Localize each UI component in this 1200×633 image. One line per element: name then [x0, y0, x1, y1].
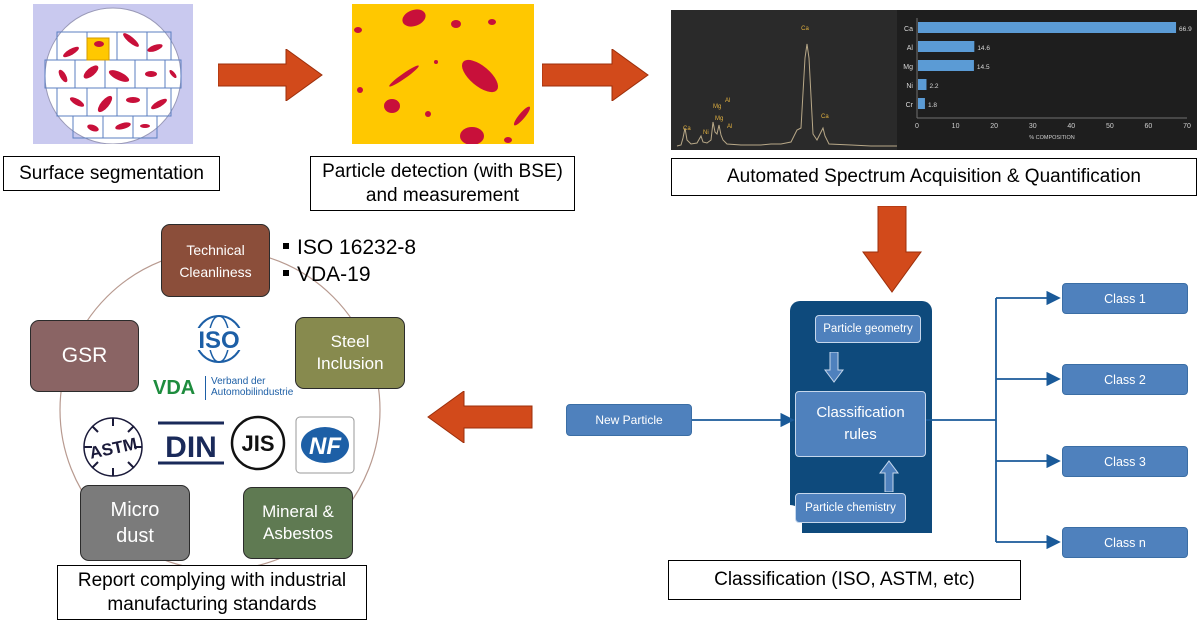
vda-logo-text: VDA — [153, 377, 196, 399]
x-tick-label: 60 — [1145, 123, 1153, 130]
vda-logo: VDA Verband der Automobilindustrie — [153, 373, 303, 403]
peak-label-ca-left: Ca — [683, 126, 691, 132]
x-tick-label: 50 — [1106, 123, 1114, 130]
new-particle-box: New Particle — [566, 404, 692, 436]
bar-value-label: 1.8 — [928, 102, 937, 109]
caption-spectrum: Automated Spectrum Acquisition & Quantif… — [671, 158, 1197, 196]
bar-category-label: Cr — [906, 102, 914, 109]
caption-report: Report complying with industrial manufac… — [57, 565, 367, 620]
caption-classification: Classification (ISO, ASTM, etc) — [668, 560, 1021, 600]
class-box-1: Class 1 — [1062, 283, 1188, 314]
flow-arrow-2 — [542, 49, 649, 101]
bar-category-label: Mg — [903, 64, 913, 71]
detection-image — [352, 4, 534, 145]
bar-mg — [918, 60, 974, 71]
peak-label-al-top: Al — [725, 98, 730, 104]
vda-divider — [205, 376, 206, 400]
peak-label-ca-main: Ca — [801, 26, 809, 32]
particle-chemistry-box: Particle chemistry — [795, 493, 906, 523]
standard-vda-19: VDA-19 — [283, 263, 371, 287]
flow-arrow-down — [862, 206, 922, 293]
node-mineral-asbestos: Mineral & Asbestos — [243, 487, 353, 559]
class-box-n: Class n — [1062, 527, 1188, 558]
nf-logo: NF — [295, 416, 355, 474]
classifier-connectors — [692, 290, 1061, 550]
x-tick-label: 20 — [990, 123, 998, 130]
astm-logo: ASTM — [83, 417, 143, 477]
detection-graphic — [354, 9, 531, 145]
geometry-down-arrow — [824, 352, 844, 383]
flow-arrow-1 — [218, 49, 323, 101]
peak-label-ni: Ni — [703, 130, 709, 136]
node-steel-inclusion: Steel Inclusion — [295, 317, 405, 389]
node-technical-cleanliness: Technical Cleanliness — [161, 224, 270, 297]
x-tick-label: 70 — [1183, 123, 1191, 130]
flow-arrow-left — [427, 391, 533, 443]
x-tick-label: 40 — [1067, 123, 1075, 130]
bar-ni — [918, 79, 927, 90]
peak-label-mg-low: Mg — [715, 116, 723, 122]
bar-value-label: 2.2 — [929, 83, 938, 90]
particle-geometry-box: Particle geometry — [815, 315, 921, 343]
nf-logo-text: NF — [309, 433, 342, 460]
din-logo: DIN — [158, 421, 224, 465]
peak-label-mg-top: Mg — [713, 104, 721, 110]
bar-value-label: 66.9 — [1179, 26, 1192, 33]
composition-bar-chart: Ca 66.9Al 14.6Mg 14.5Ni 2.2Cr 1.8 0 10 20 30 40 50… — [897, 10, 1197, 150]
segmentation-graphic — [44, 7, 182, 145]
bar-category-label: Al — [907, 45, 914, 52]
chart-xlabel: % COMPOSITION — [1029, 135, 1075, 141]
caption-segmentation: Surface segmentation — [3, 156, 220, 191]
chemistry-up-arrow — [879, 460, 899, 492]
din-logo-text: DIN — [165, 431, 217, 464]
bar-value-label: 14.5 — [977, 64, 990, 71]
classification-rules-box: Classification rules — [795, 391, 926, 457]
jis-logo-text: JIS — [241, 431, 274, 456]
x-tick-label: 30 — [1029, 123, 1037, 130]
iso-logo: ISO — [189, 315, 249, 363]
spectrum-plot: Ca Ca Ni Mg Al Mg Al Ca — [671, 10, 901, 150]
x-tick-label: 0 — [915, 123, 919, 130]
jis-logo: JIS — [230, 415, 286, 471]
caption-detection: Particle detection (with BSE) and measur… — [310, 156, 575, 211]
class-box-2: Class 2 — [1062, 364, 1188, 395]
standard-iso-16232: ISO 16232-8 — [283, 236, 416, 260]
x-tick-label: 10 — [952, 123, 960, 130]
peak-label-al-low: Al — [727, 124, 732, 130]
bar-category-label: Ca — [904, 26, 913, 33]
bar-cr — [918, 98, 925, 109]
bar-ca — [918, 22, 1177, 33]
class-box-3: Class 3 — [1062, 446, 1188, 477]
bar-value-label: 14.6 — [977, 45, 990, 52]
bar-al — [918, 41, 975, 52]
vda-subtitle: Verband der Automobilindustrie — [211, 376, 294, 398]
node-gsr: GSR — [30, 320, 139, 392]
node-micro-dust: Micro dust — [80, 485, 190, 561]
peak-label-ca-right: Ca — [821, 114, 829, 120]
iso-logo-text: ISO — [198, 327, 239, 354]
segmentation-image — [33, 4, 193, 145]
bar-category-label: Ni — [906, 83, 913, 90]
